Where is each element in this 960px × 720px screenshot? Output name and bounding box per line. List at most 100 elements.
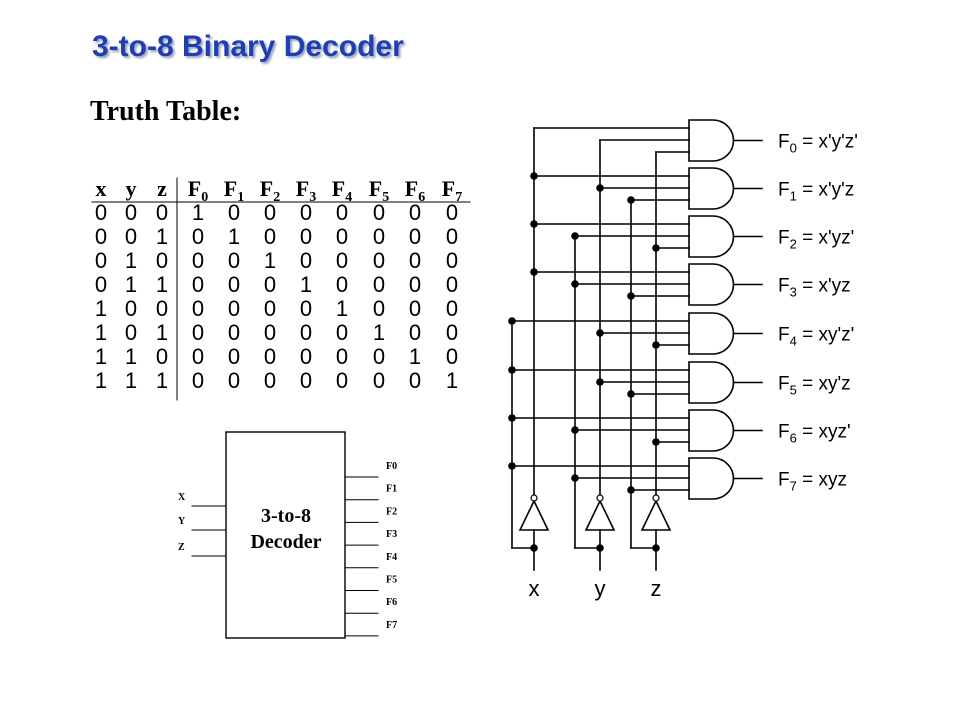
truth-table-header-y: y — [126, 176, 137, 201]
truth-table-cell: 1 — [156, 320, 168, 345]
truth-table-cell: 0 — [95, 200, 107, 225]
decoder-box-label: 3-to-8 — [261, 505, 311, 527]
truth-table-cell: 0 — [336, 200, 348, 225]
truth-table-cell: 1 — [95, 320, 107, 345]
and-gate-body — [688, 215, 735, 258]
truth-table-cell: 0 — [192, 224, 204, 249]
inverter-gate — [584, 499, 616, 531]
truth-table-cell: 0 — [95, 272, 107, 297]
inverter-gate — [640, 499, 672, 531]
truth-table-header-f6: F6 — [405, 176, 425, 205]
truth-table-cell: 0 — [446, 344, 458, 369]
decoder-output-label: F4 — [386, 552, 397, 563]
truth-table-cell: 0 — [300, 344, 312, 369]
truth-table-cell: 1 — [264, 248, 276, 273]
input-bus-z: z — [630, 151, 672, 601]
truth-table-cell: 1 — [192, 200, 204, 225]
equation-f6: F6 = xyz' — [778, 422, 851, 446]
equation-f1: F1 = x'y'z — [778, 180, 854, 204]
truth-table-cell: 0 — [373, 368, 385, 393]
truth-table-cell: 1 — [125, 368, 137, 393]
truth-table-cell: 0 — [446, 224, 458, 249]
truth-table-cell: 0 — [264, 296, 276, 321]
and-gate-f6: F6 = xyz' — [508, 409, 851, 452]
truth-table-heading: Truth Table: — [90, 96, 242, 127]
truth-table-cell: 0 — [125, 224, 137, 249]
decoder-input-label: X — [178, 492, 186, 503]
circuit-input-label-z: z — [651, 576, 662, 601]
truth-table-cell: 0 — [300, 248, 312, 273]
truth-table-cell: 1 — [446, 368, 458, 393]
truth-table-cell: 0 — [156, 200, 168, 225]
and-gate-f5: F5 = xy'z — [508, 361, 851, 404]
truth-table-cell: 0 — [192, 272, 204, 297]
truth-table-cell: 0 — [373, 248, 385, 273]
truth-table-cell: 0 — [336, 368, 348, 393]
truth-table-cell: 1 — [125, 248, 137, 273]
page-title: 3-to-8 Binary Decoder — [92, 30, 404, 63]
truth-table-header-f4: F4 — [332, 176, 352, 205]
circuit-input-label-y: y — [595, 576, 606, 601]
truth-table-cell: 1 — [95, 344, 107, 369]
truth-table-cell: 0 — [409, 296, 421, 321]
truth-table-cell: 0 — [300, 200, 312, 225]
decoder-input-label: Z — [178, 542, 185, 553]
truth-table-cell: 0 — [409, 272, 421, 297]
equation-f2: F2 = x'yz' — [778, 228, 854, 252]
truth-table-cell: 0 — [228, 248, 240, 273]
truth-table-header-f3: F3 — [296, 176, 316, 205]
equation-f5: F5 = xy'z — [778, 374, 851, 398]
truth-table-cell: 0 — [125, 320, 137, 345]
truth-table-cell: 0 — [409, 224, 421, 249]
truth-table-cell: 0 — [264, 272, 276, 297]
truth-table-cell: 0 — [409, 320, 421, 345]
truth-table-cell: 0 — [373, 200, 385, 225]
decoder-output-label: F1 — [386, 484, 397, 495]
decoder-box — [225, 431, 346, 639]
decoder-box-label: Decoder — [250, 531, 321, 553]
decoder-output-label: F2 — [386, 506, 397, 517]
truth-table-cell: 1 — [300, 272, 312, 297]
equation-f4: F4 = xy'z' — [778, 325, 854, 349]
decoder-gate-circuit: F0 = x'y'z' F1 = x'y'z F2 = x'yz' F3 = x'yz… — [508, 119, 858, 601]
and-gate-body — [688, 167, 735, 210]
truth-table-cell: 0 — [336, 344, 348, 369]
truth-table-cell: 0 — [373, 296, 385, 321]
and-gate-f3: F3 = x'yz — [530, 263, 851, 306]
truth-table-cell: 0 — [446, 200, 458, 225]
truth-table-cell: 0 — [156, 344, 168, 369]
truth-table-cell: 0 — [264, 224, 276, 249]
truth-table-cell: 0 — [228, 272, 240, 297]
truth-table-cell: 0 — [446, 320, 458, 345]
truth-table-header-f0: F0 — [188, 176, 208, 205]
truth-table-cell: 1 — [373, 320, 385, 345]
inverter-gate — [518, 499, 550, 531]
inverter-bubble — [596, 494, 604, 502]
and-gate-f7: F7 = xyz — [508, 457, 847, 500]
decoder-output-label: F6 — [386, 597, 397, 608]
truth-table-cell: 0 — [409, 368, 421, 393]
truth-table-cell: 0 — [409, 200, 421, 225]
truth-table-cell: 0 — [336, 224, 348, 249]
truth-table-cell: 0 — [336, 320, 348, 345]
input-bus-x: x — [511, 127, 550, 601]
decoder-output-label: F5 — [386, 575, 397, 586]
truth-table-cell: 0 — [192, 248, 204, 273]
truth-table-cell: 0 — [264, 344, 276, 369]
truth-table-cell: 0 — [300, 224, 312, 249]
equation-f0: F0 = x'y'z' — [778, 132, 858, 156]
truth-table-cell: 1 — [156, 368, 168, 393]
circuit-input-label-x: x — [529, 576, 540, 601]
truth-table-header-f5: F5 — [369, 176, 389, 205]
truth-table-header-z: z — [157, 176, 167, 201]
truth-table-cell: 0 — [192, 344, 204, 369]
truth-table-cell: 0 — [125, 200, 137, 225]
decoder-input-label: Y — [178, 516, 186, 527]
truth-table-cell: 1 — [156, 272, 168, 297]
and-gate-body — [688, 361, 735, 404]
truth-table-cell: 0 — [446, 248, 458, 273]
truth-table-cell: 0 — [192, 296, 204, 321]
and-gate-body — [688, 119, 735, 162]
truth-table-cell: 0 — [156, 296, 168, 321]
